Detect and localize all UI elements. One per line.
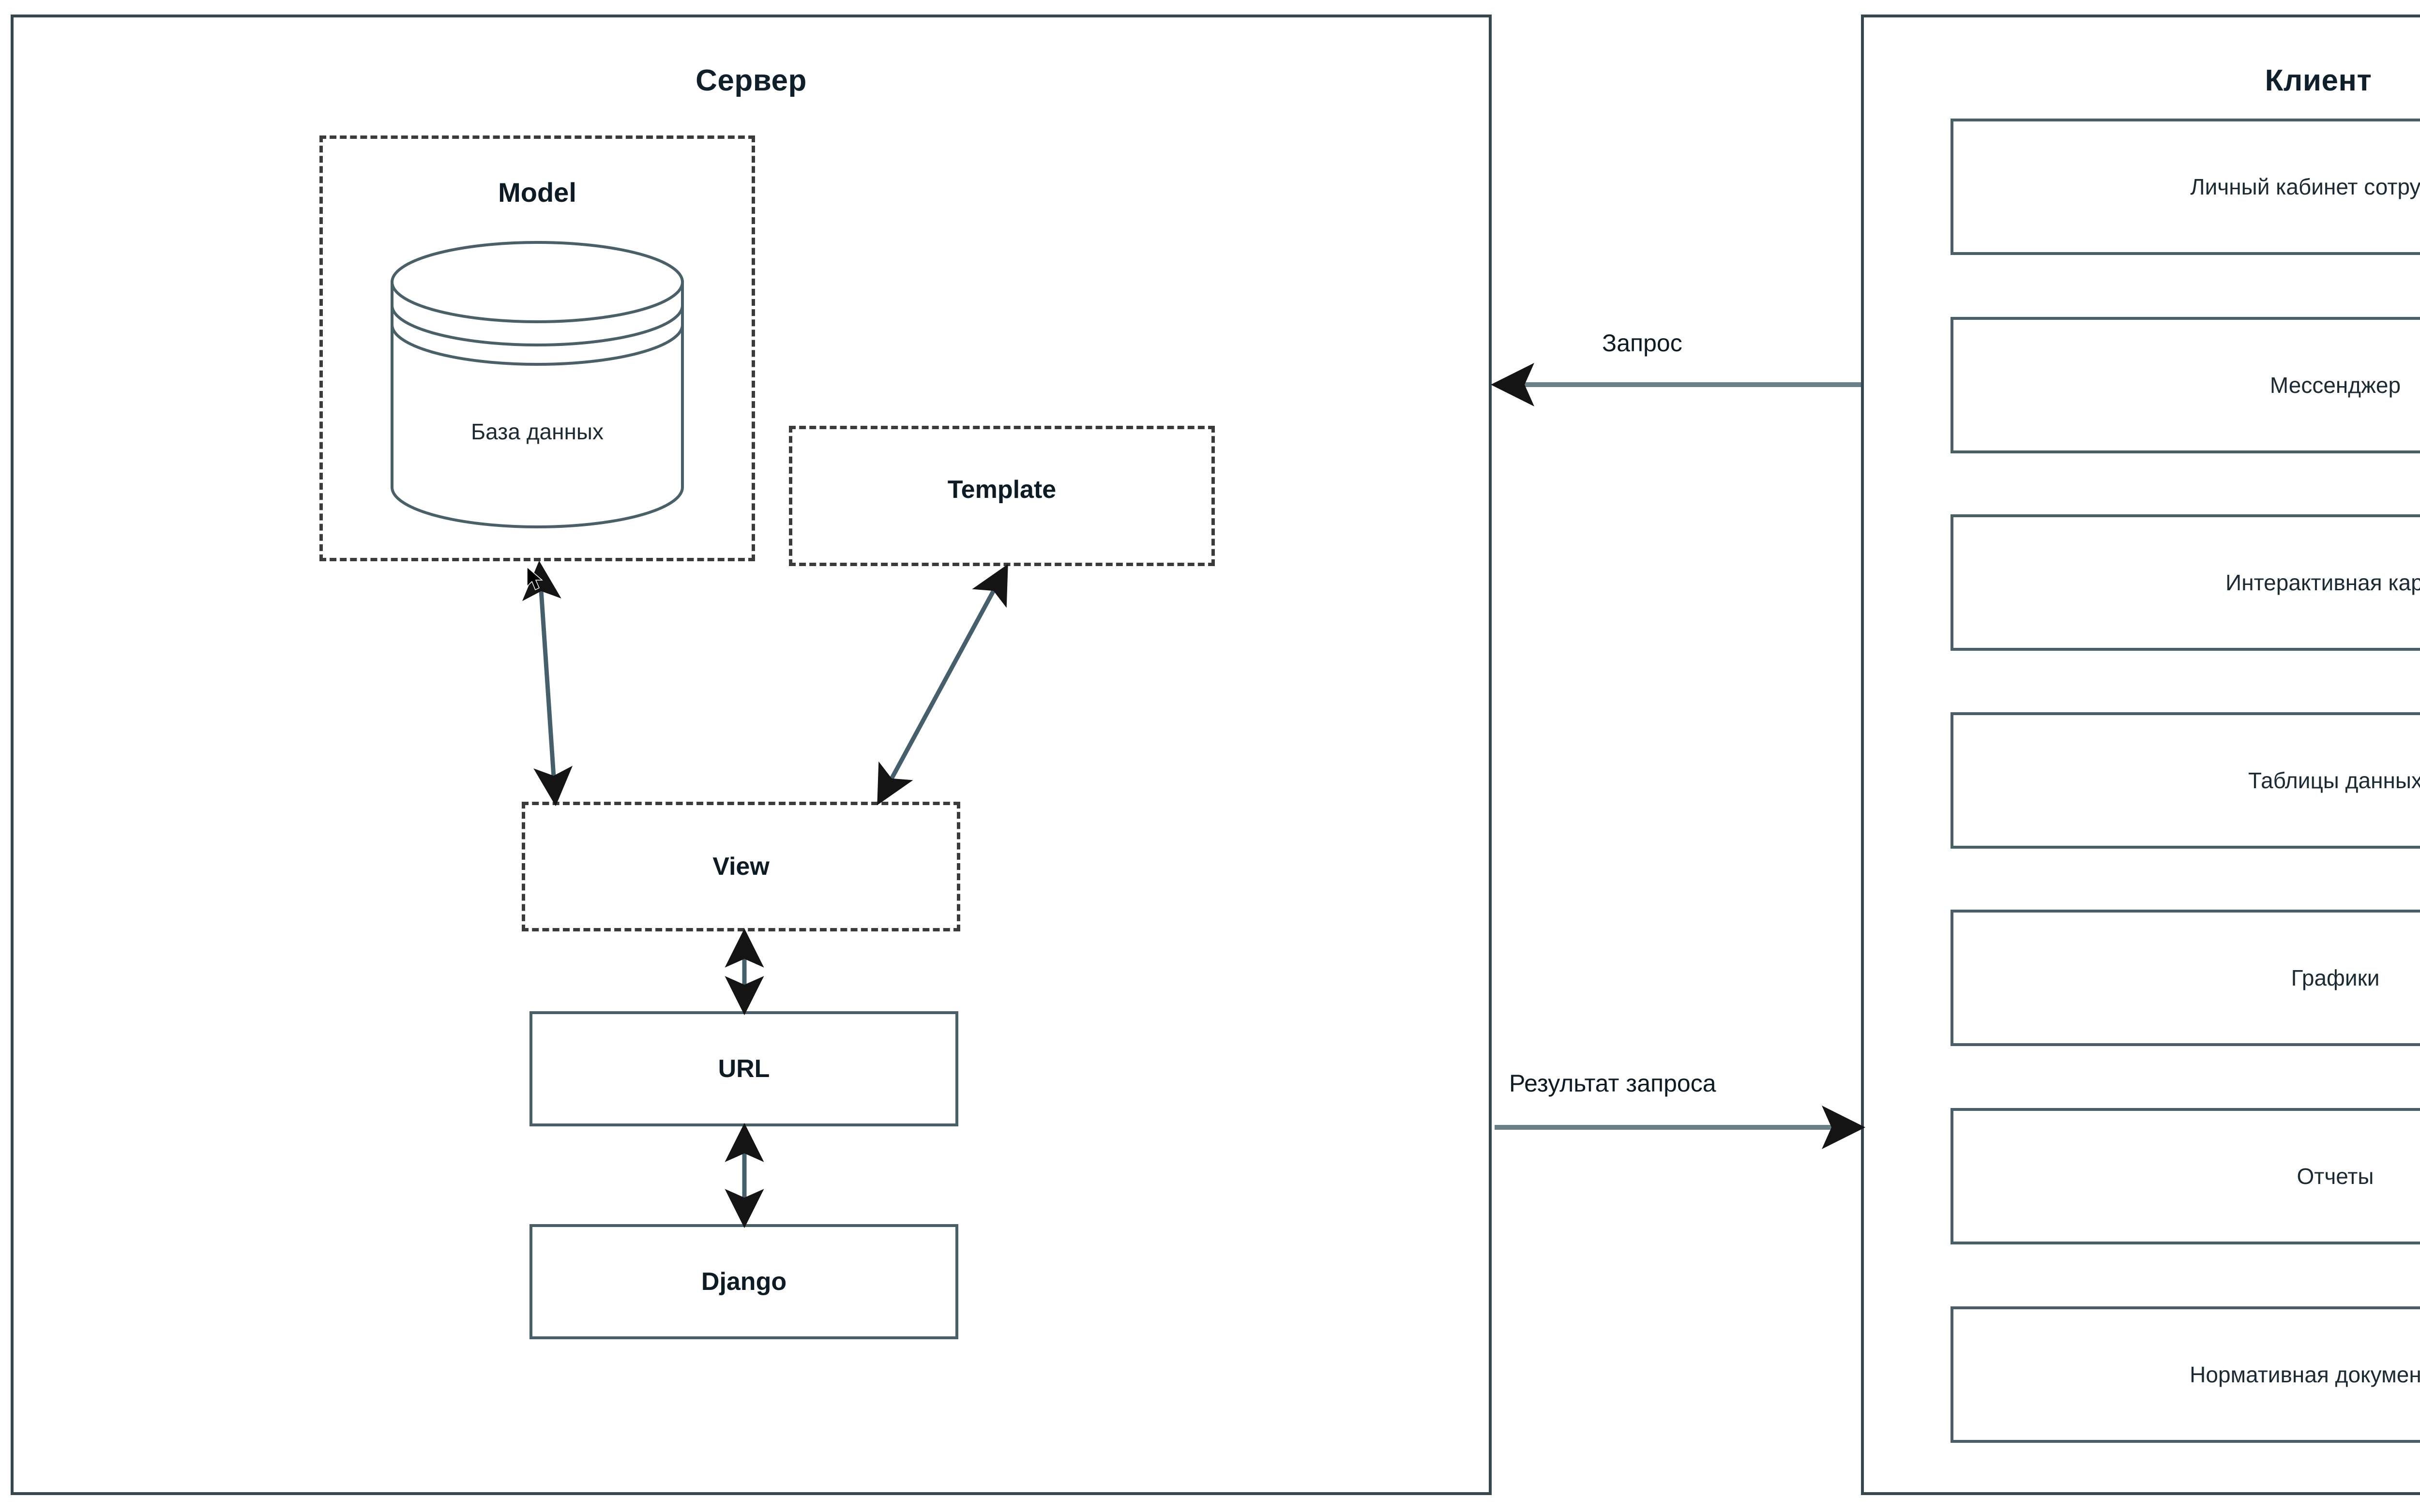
client-item-normative-docs[interactable]: Нормативная документация <box>1951 1306 2420 1443</box>
django-node: Django <box>529 1224 958 1339</box>
template-group-title: Template <box>947 476 1057 504</box>
client-item-data-tables[interactable]: Таблицы данных <box>1951 712 2420 849</box>
client-panel-title: Клиент <box>2265 64 2372 97</box>
template-group-box: Template <box>789 426 1215 566</box>
client-item-messenger[interactable]: Мессенджер <box>1951 317 2420 453</box>
client-item-label: Графики <box>2291 965 2380 990</box>
url-node: URL <box>529 1011 958 1126</box>
client-item-lichnyy-kabinet[interactable]: Личный кабинет сотрудника <box>1951 119 2420 255</box>
server-panel-title: Сервер <box>696 64 807 97</box>
client-item-reports[interactable]: Отчеты <box>1951 1108 2420 1244</box>
client-item-label: Личный кабинет сотрудника <box>2190 174 2420 199</box>
client-item-label: Отчеты <box>2297 1164 2374 1189</box>
client-item-charts[interactable]: Графики <box>1951 910 2420 1046</box>
cursor-icon <box>527 566 544 591</box>
client-item-label: Нормативная документация <box>2190 1362 2420 1387</box>
view-node-label: View <box>712 853 770 881</box>
url-node-label: URL <box>718 1055 770 1083</box>
database-cylinder: База данных <box>387 240 687 530</box>
model-group-title: Model <box>498 177 576 208</box>
mouse-cursor <box>526 566 545 593</box>
database-icon <box>391 241 684 528</box>
client-item-label: Мессенджер <box>2269 373 2401 398</box>
client-item-label: Интерактивная карта <box>2225 570 2420 595</box>
client-item-interactive-map[interactable]: Интерактивная карта <box>1951 514 2420 651</box>
view-node: View <box>522 802 960 931</box>
database-label: База данных <box>470 419 604 444</box>
request-flow-label: Запрос <box>1602 329 1682 357</box>
response-flow-label: Результат запроса <box>1509 1070 1716 1097</box>
client-item-label: Таблицы данных <box>2248 768 2420 793</box>
django-node-label: Django <box>701 1268 787 1296</box>
